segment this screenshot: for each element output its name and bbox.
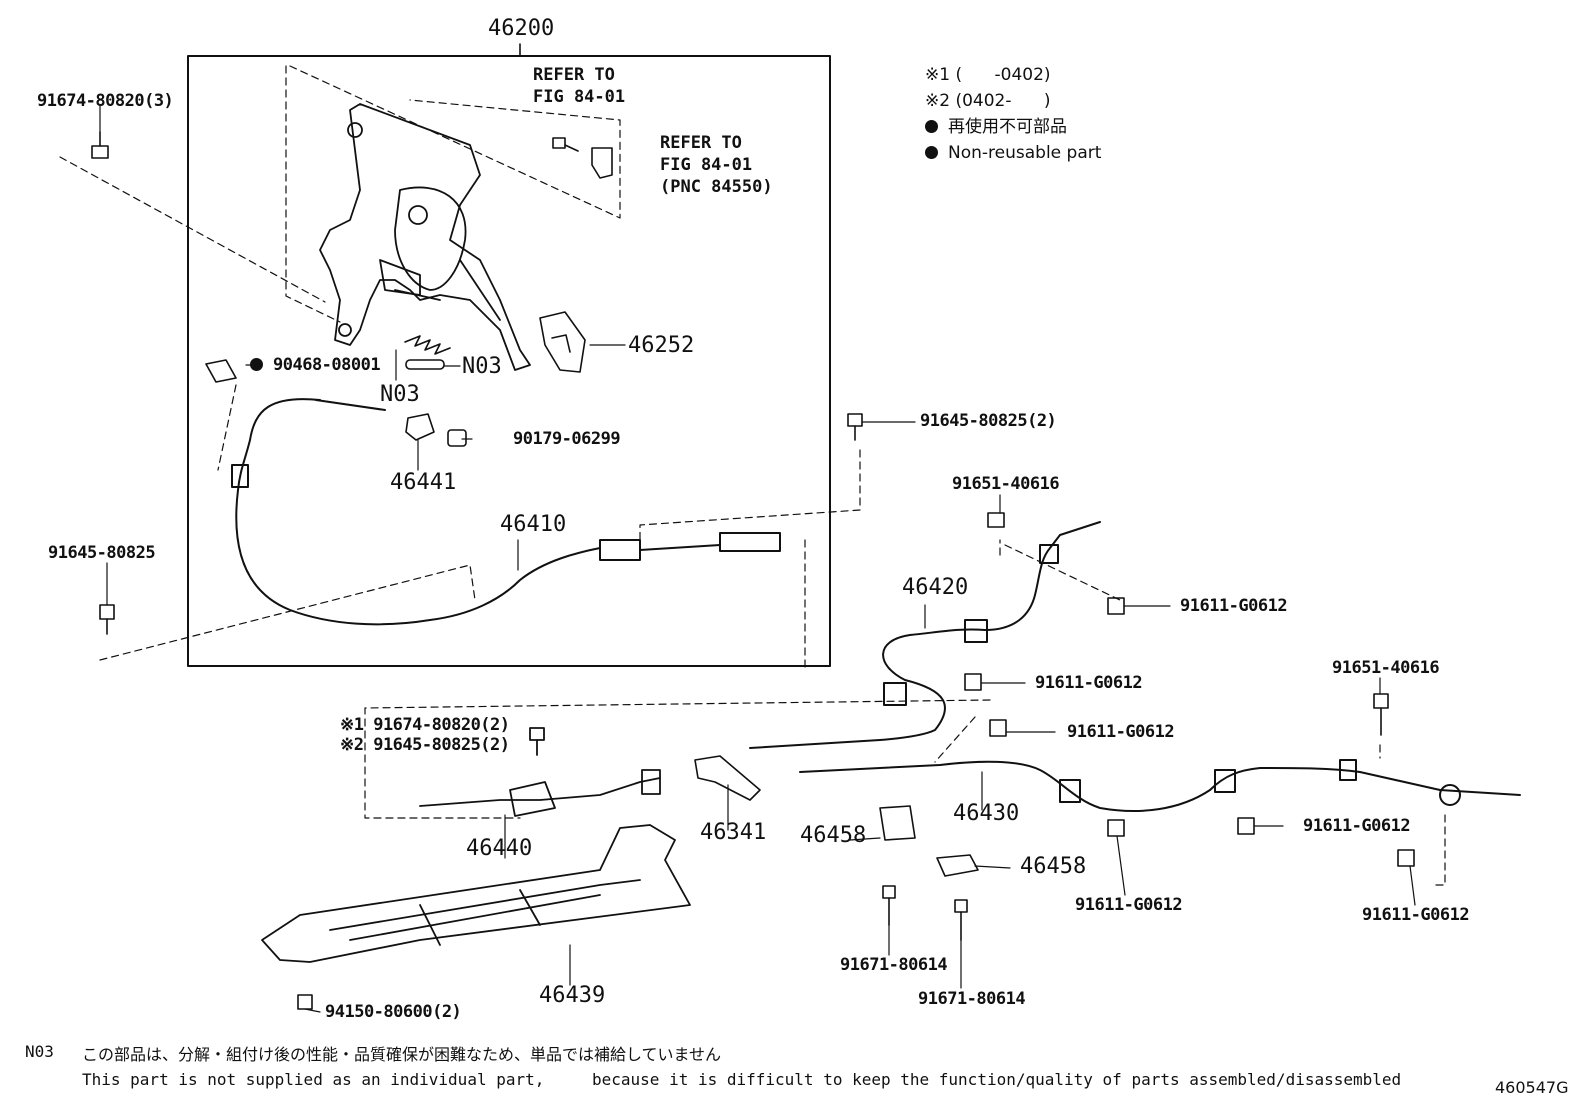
pad-46252 <box>539 311 586 373</box>
bolt-91611-3 <box>989 719 1007 737</box>
label-46420: 46420 <box>902 575 969 600</box>
label-46439: 46439 <box>539 983 606 1008</box>
label-91651-40616-a: 91651-40616 <box>952 474 1060 494</box>
bolt-91611-5 <box>1237 817 1255 835</box>
label-91674-80820-3: 91674-80820(3) <box>37 91 174 111</box>
label-46430: 46430 <box>953 801 1020 826</box>
label-n03-spring: N03 <box>380 382 420 407</box>
label-46252: 46252 <box>628 333 695 358</box>
label-46441: 46441 <box>390 470 457 495</box>
label-46458-b: 46458 <box>1020 854 1087 879</box>
legend: ※1 ( -0402) ※2 (0402- ) 再使用不可部品 Non-reus… <box>925 62 1101 166</box>
label-x2-91645-80825-2: ※2 91645-80825(2) <box>340 735 510 755</box>
bolt-91611-4 <box>1107 819 1125 837</box>
label-91645-80825-2: 91645-80825(2) <box>920 411 1057 431</box>
clip-46458-a <box>879 805 916 841</box>
bolt-94150 <box>297 994 313 1010</box>
bolt-91645-80825-2 <box>847 413 863 441</box>
label-91645-80825: 91645-80825 <box>48 543 156 563</box>
label-91611-g0612-2: 91611-G0612 <box>1035 673 1143 693</box>
bolt-91611-6 <box>1397 849 1415 867</box>
bolt-91611-2 <box>964 673 982 691</box>
bolt-91671-a <box>882 885 896 926</box>
front-cable-46410 <box>231 398 781 626</box>
legend-non-reusable-en: Non-reusable part <box>925 140 1101 166</box>
bolt-91611-1 <box>1107 597 1125 615</box>
equalizer-46440 <box>419 727 661 817</box>
pin-n03 <box>405 359 445 370</box>
cable-46420 <box>749 521 1101 749</box>
footnote-jp: この部品は、分解・組付け後の性能・品質確保が困難なため、単品では補給していません <box>82 1045 722 1064</box>
legend-x1: ※1 ( -0402) <box>925 65 1051 85</box>
nut-90179 <box>447 429 467 447</box>
spring-n03 <box>404 335 451 355</box>
nut-46441 <box>405 413 435 441</box>
label-91611-g0612-4: 91611-G0612 <box>1075 895 1183 915</box>
label-94150-80600-2: 94150-80600(2) <box>325 1002 462 1022</box>
clip-refer-84550 <box>591 147 613 179</box>
clip-46458-b <box>936 854 979 877</box>
label-91611-g0612-5: 91611-G0612 <box>1303 816 1411 836</box>
label-x1-91674-80820-2: ※1 91674-80820(2) <box>340 715 510 735</box>
label-90468-08001: 90468-08001 <box>250 357 381 374</box>
label-46458-a: 46458 <box>800 823 867 848</box>
non-reusable-dot <box>250 358 263 371</box>
clip-90468 <box>205 359 237 383</box>
label-91671-80614-a: 91671-80614 <box>840 955 948 975</box>
bolt-refer-84-01 <box>552 137 579 152</box>
figure-id: 460547G <box>1495 1078 1569 1097</box>
bolt-91671-b <box>954 899 968 941</box>
label-46410: 46410 <box>500 512 567 537</box>
bracket-46341 <box>694 755 761 801</box>
label-90179-06299: 90179-06299 <box>513 429 621 449</box>
assembly-46200-box <box>187 55 831 667</box>
label-46341: 46341 <box>700 820 767 845</box>
footnote-en-1: This part is not supplied as an individu… <box>82 1070 545 1089</box>
label-91611-g0612-6: 91611-G0612 <box>1362 905 1470 925</box>
legend-x2: ※2 (0402- ) <box>925 91 1051 111</box>
label-46440: 46440 <box>466 836 533 861</box>
label-91611-g0612-3: 91611-G0612 <box>1067 722 1175 742</box>
label-n03-pin: N03 <box>462 354 502 379</box>
footnote-en-2: because it is difficult to keep the func… <box>592 1070 1402 1089</box>
bolt-91645-80825 <box>99 604 115 635</box>
bolt-91651-a <box>987 512 1005 528</box>
bolt-91651-b <box>1373 693 1389 736</box>
footnote-code: N03 <box>25 1042 54 1061</box>
label-91611-g0612-1: 91611-G0612 <box>1180 596 1288 616</box>
label-91651-40616-b: 91651-40616 <box>1332 658 1440 678</box>
label-46200: 46200 <box>488 16 555 41</box>
parking-lever-assembly <box>319 103 531 371</box>
label-91671-80614-b: 91671-80614 <box>918 989 1026 1009</box>
bolt-91674-80820 <box>91 131 109 159</box>
legend-non-reusable-jp: 再使用不可部品 <box>925 114 1101 140</box>
insulator-46439 <box>261 824 691 963</box>
cable-46430 <box>799 759 1521 812</box>
